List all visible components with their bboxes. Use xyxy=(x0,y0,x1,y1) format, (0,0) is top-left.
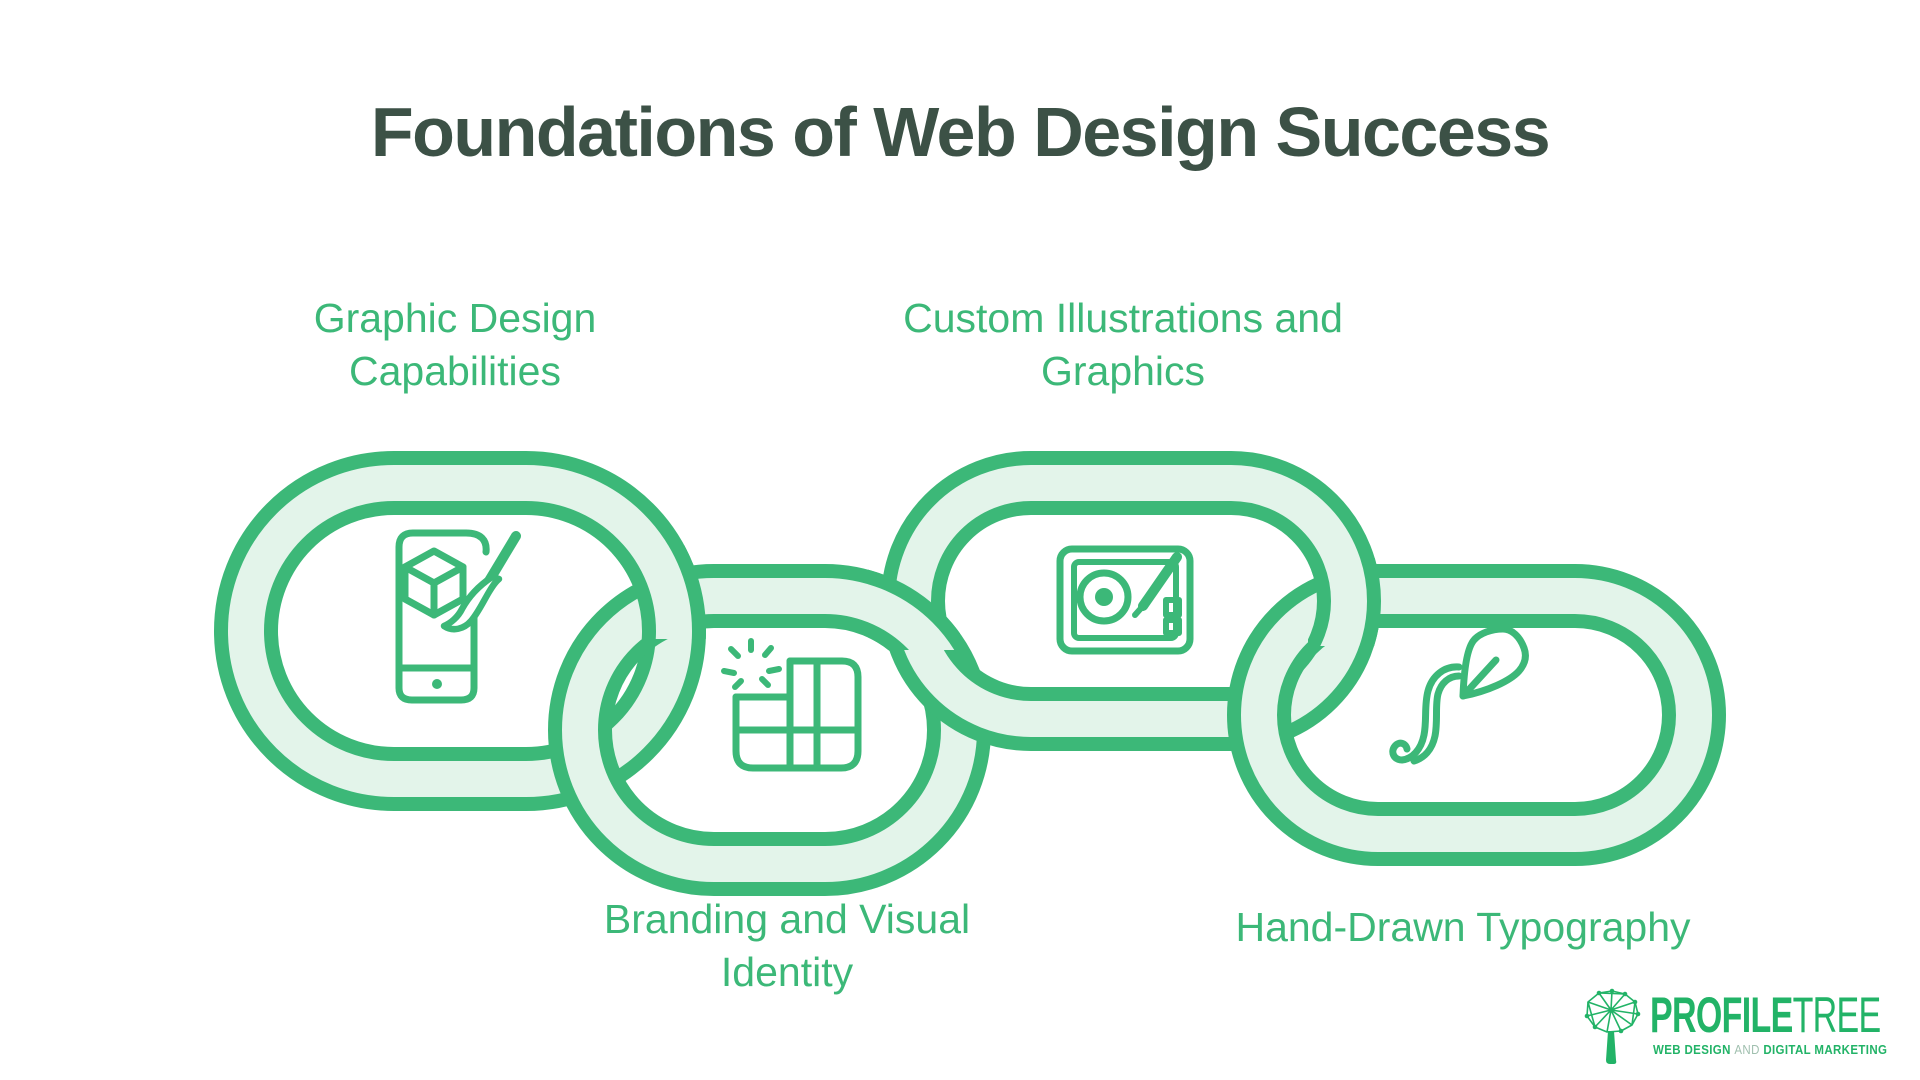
label-custom-illustrations-graphics: Custom Illustrations and Graphics xyxy=(873,292,1373,398)
tagline-connector: AND xyxy=(1734,1043,1760,1057)
tagline-tail: DIGITAL MARKETING xyxy=(1763,1043,1888,1057)
page-title: Foundations of Web Design Success xyxy=(370,93,1551,171)
label-branding-visual-identity: Branding and Visual Identity xyxy=(537,893,1037,999)
label-line: Custom Illustrations and xyxy=(903,295,1343,341)
profiletree-tagline: WEB DESIGN AND DIGITAL MARKETING xyxy=(1653,1043,1887,1057)
mobile-design-icon xyxy=(395,529,521,704)
drawing-tablet-icon xyxy=(1056,545,1194,655)
profiletree-wordmark: PROFILETREE xyxy=(1650,986,1881,1044)
label-line: Hand-Drawn Typography xyxy=(1235,904,1691,950)
brand-primary: PROFILE xyxy=(1650,987,1793,1043)
pen-nib-icon xyxy=(1389,625,1529,765)
label-line: Capabilities xyxy=(349,348,561,394)
label-line: Graphic Design xyxy=(313,295,597,341)
label-hand-drawn-typography: Hand-Drawn Typography xyxy=(1163,901,1763,954)
tagline-lead: WEB DESIGN xyxy=(1653,1043,1731,1057)
label-graphic-design-capabilities: Graphic Design Capabilities xyxy=(205,292,705,398)
profiletree-tree-icon xyxy=(1584,988,1641,1064)
brand-secondary: TREE xyxy=(1792,987,1882,1043)
brand-grid-icon xyxy=(721,638,862,772)
label-line: Identity xyxy=(720,949,854,995)
label-line: Graphics xyxy=(1040,348,1206,394)
label-line: Branding and Visual xyxy=(603,896,971,942)
profiletree-logo: PROFILETREE WEB DESIGN AND DIGITAL MARKE… xyxy=(1583,984,1903,1074)
